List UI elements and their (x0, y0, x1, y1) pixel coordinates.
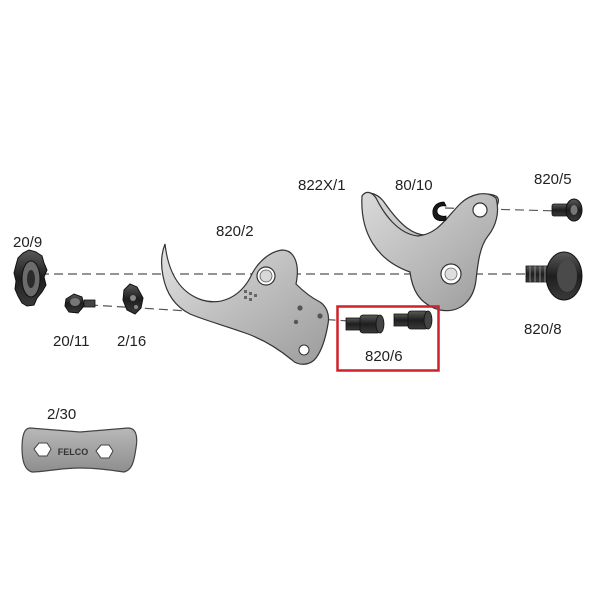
label-2-30: 2/30 (47, 406, 76, 423)
anvil-hole-top (472, 202, 488, 218)
label-822x-1: 822X/1 (298, 177, 346, 194)
blade-body (161, 243, 330, 365)
label-20-11: 20/11 (53, 333, 89, 350)
part-labels: 20/9 20/11 2/16 820/2 822X/1 80/10 820/5… (13, 171, 572, 423)
blade-820-2[interactable] (161, 243, 330, 365)
label-820-2: 820/2 (216, 223, 254, 240)
label-20-9: 20/9 (13, 234, 42, 251)
blade-stamp-marks (244, 290, 257, 301)
ring-80-10[interactable] (432, 201, 447, 222)
blade-hole-small-2 (317, 313, 323, 319)
key-logo-text: FELCO (58, 447, 89, 457)
label-820-5: 820/5 (534, 171, 572, 188)
anvil-lower-body (361, 191, 499, 312)
screw-shank (83, 299, 96, 308)
bolt-820-5[interactable] (551, 198, 583, 222)
screws-820-6[interactable] (336, 305, 440, 372)
clip-2-16[interactable] (122, 283, 144, 315)
blade-cutting-edge (167, 251, 205, 299)
nut-20-9[interactable] (13, 249, 48, 307)
key-2-30[interactable]: FELCO (21, 427, 138, 473)
bolt-820-8[interactable] (525, 251, 583, 301)
blade-hole-bottom (298, 344, 310, 356)
ring-shape (432, 201, 447, 222)
screw-left (345, 314, 385, 334)
highlight-frame (336, 305, 440, 372)
label-80-10: 80/10 (395, 177, 433, 194)
key-hex-hole-left (33, 442, 52, 457)
label-820-8: 820/8 (524, 321, 562, 338)
screw-20-11[interactable] (64, 293, 96, 314)
key-body (21, 427, 138, 473)
blade-hole-small-3 (293, 319, 299, 325)
key-hex-hole-right (95, 444, 114, 459)
anvil-822x-1[interactable] (361, 191, 500, 312)
screw-right (393, 310, 433, 330)
label-2-16: 2/16 (117, 333, 146, 350)
label-820-6: 820/6 (365, 348, 403, 365)
blade-hole-small-1 (297, 305, 303, 311)
